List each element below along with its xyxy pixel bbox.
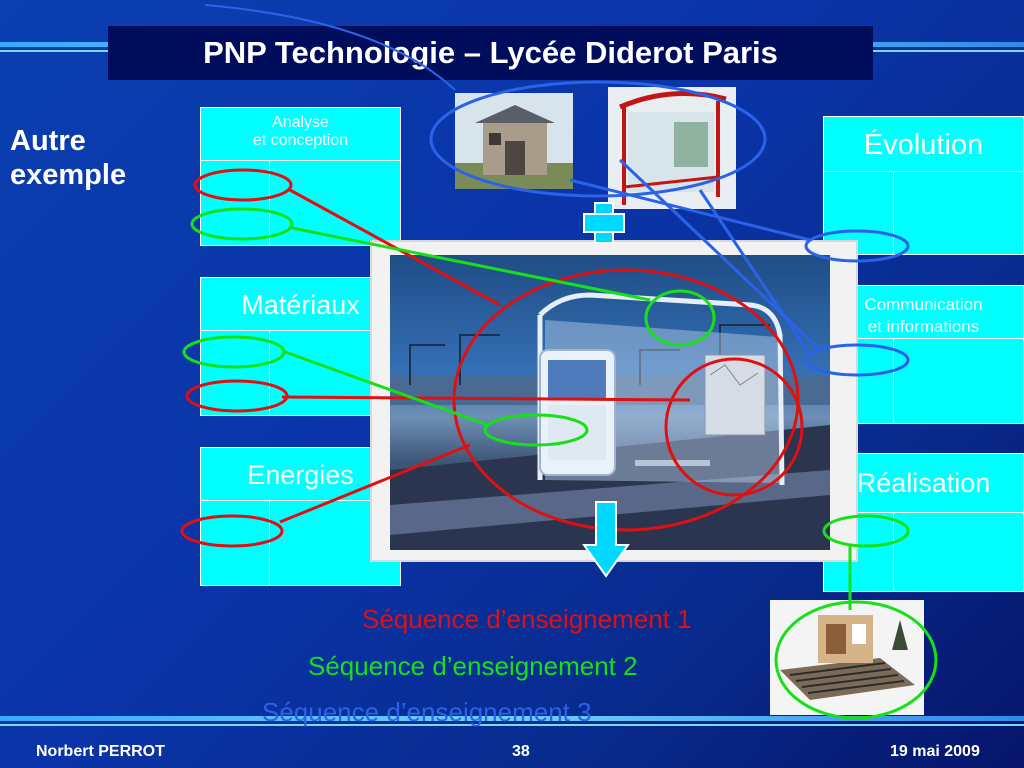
slide-title: PNP Technologie – Lycée Diderot Paris <box>108 26 873 80</box>
green-links <box>182 207 938 720</box>
box-analyse-line2: et conception <box>252 132 349 149</box>
side-label-line2: exemple <box>10 159 127 191</box>
sequence-1: Séquence d’enseignement 1 <box>362 604 692 634</box>
side-label: Autre exemple <box>10 124 126 192</box>
red-ellipse-materiaux <box>185 379 289 413</box>
blue-ellipse-photos <box>429 80 767 198</box>
down-arrow-icon <box>582 501 630 578</box>
plus-icon <box>583 202 625 244</box>
red-shelter-photo <box>608 87 736 209</box>
box-communication-line1: Communication <box>864 295 983 314</box>
blue-links <box>204 4 910 377</box>
red-ellipse-energies <box>180 514 284 548</box>
sequence-3: Séquence d’enseignement 3 <box>262 697 592 727</box>
box-materiaux-title: Matériaux <box>241 290 360 320</box>
footer-date: 19 mai 2009 <box>890 743 980 760</box>
red-circle-map <box>664 357 804 497</box>
footer-author: Norbert PERROT <box>36 743 165 760</box>
sequence-2: Séquence d’enseignement 2 <box>308 651 638 681</box>
bottom-stripe <box>0 716 1024 721</box>
green-ellipse-analyse <box>190 207 294 241</box>
blue-ellipse-evolution <box>804 229 910 263</box>
model-photo <box>770 600 924 715</box>
footer-page-number: 38 <box>512 743 530 760</box>
box-materiaux: Matériaux <box>200 277 401 416</box>
green-ellipse-materiaux <box>182 335 286 369</box>
box-communication-title: Communication et informations <box>824 294 1023 338</box>
green-ellipse-shelter <box>644 289 716 347</box>
green-ellipse-bench <box>483 413 589 447</box>
side-label-line1: Autre <box>10 125 86 157</box>
box-evolution-title: Évolution <box>863 129 984 161</box>
box-evolution: Évolution <box>823 116 1024 255</box>
box-energies-title: Energies <box>247 460 354 490</box>
red-links <box>180 168 804 548</box>
green-ellipse-realisation <box>822 514 910 548</box>
box-analyse-line1: Analyse <box>272 114 329 131</box>
bottom-stripe-thin <box>0 724 1024 726</box>
red-ellipse-analyse <box>193 168 293 202</box>
box-communication-line2: et informations <box>867 317 980 336</box>
green-ellipse-model <box>774 600 938 720</box>
box-realisation-title: Réalisation <box>856 468 991 498</box>
blue-ellipse-communication <box>804 343 910 377</box>
box-analyse-title: Analyse et conception <box>201 114 400 150</box>
